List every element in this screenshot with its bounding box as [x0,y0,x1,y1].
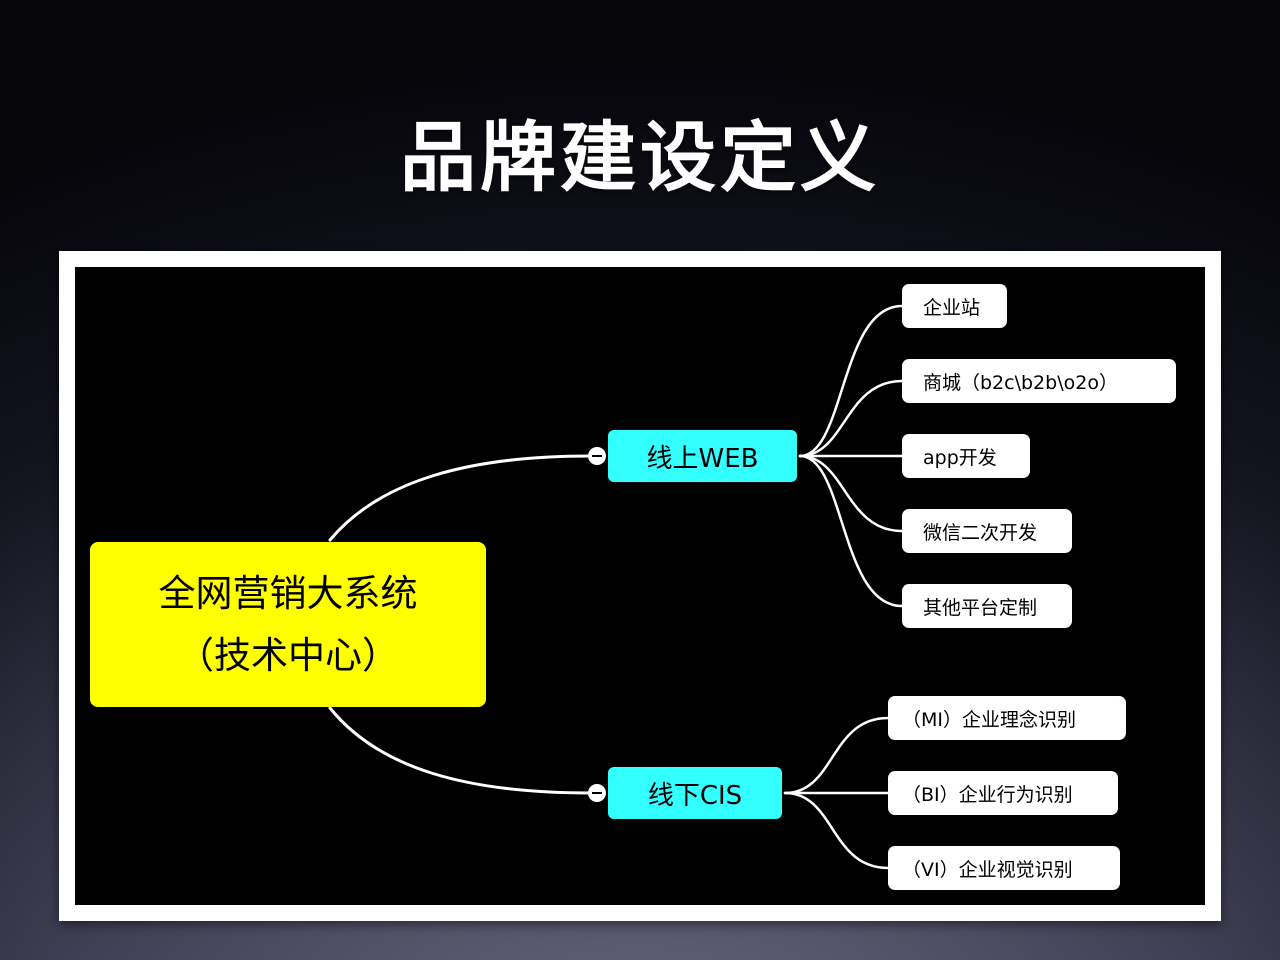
branch-offline-cis[interactable]: 线下CIS [608,767,782,819]
connector-offline-leaf-1 [783,716,890,795]
leaf-online-1[interactable]: 企业站 [902,284,1007,328]
connector-online-leaf-4 [798,454,904,533]
leaf-offline-1[interactable]: （MI）企业理念识别 [888,696,1126,740]
branch-online-web-label: 线上WEB [646,443,759,474]
central-topic-line1: 全网营销大系统 [158,571,418,615]
leaf-online-3[interactable]: app开发 [902,434,1030,478]
slide-title: 品牌建设定义 [400,113,880,202]
central-topic[interactable]: 全网营销大系统 （技术中心） [90,542,486,707]
leaf-online-2[interactable]: 商城（b2c\b2b\o2o） [902,359,1176,403]
connector-central-to-offline [328,706,592,795]
leaf-offline-2[interactable]: （BI）企业行为识别 [888,771,1118,815]
leaf-online-4[interactable]: 微信二次开发 [902,509,1072,553]
leaf-online-5[interactable]: 其他平台定制 [902,584,1072,628]
connector-online-leaf-1 [798,304,904,458]
collapse-online-icon[interactable] [588,447,606,465]
leaf-offline-3[interactable]: （VI）企业视觉识别 [888,846,1120,890]
branch-online-web[interactable]: 线上WEB [608,430,797,482]
collapse-offline-icon[interactable] [588,784,606,802]
central-topic-line2: （技术中心） [177,633,399,677]
connector-offline-leaf-3 [783,791,890,870]
connector-online-leaf-5 [798,454,904,608]
connector-central-to-online [328,454,592,542]
branch-offline-cis-label: 线下CIS [647,780,743,811]
connector-online-leaf-2 [798,379,904,458]
